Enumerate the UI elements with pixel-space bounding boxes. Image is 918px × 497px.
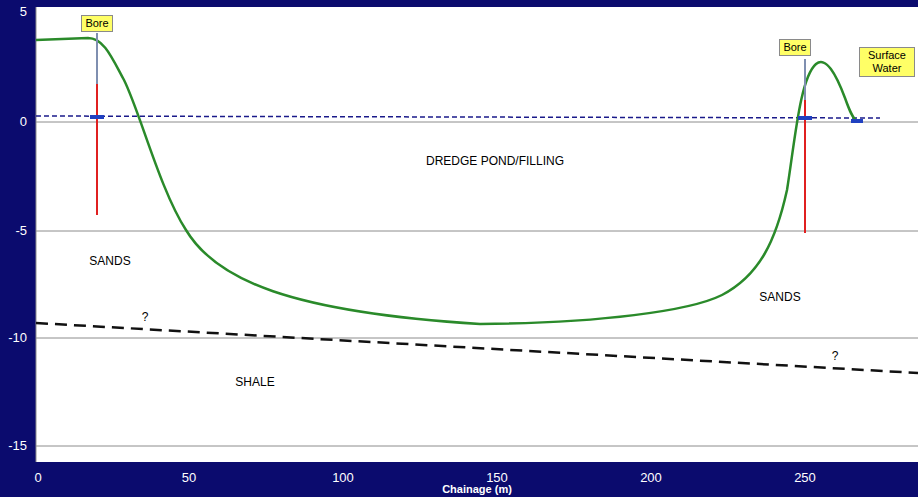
region-label: SHALE [235,376,274,390]
query-mark: ? [832,350,839,364]
region-label: SANDS [759,291,800,305]
callout-text: Bore [783,41,806,54]
axis-tick: 0 [34,471,41,486]
axis-tick: 200 [640,471,662,486]
axis-tick: 250 [794,471,816,486]
region-label: DREDGE POND/FILLING [426,155,564,169]
water-level-marker [90,115,104,119]
plot-area [36,7,918,462]
axis-tick: 5 [20,5,27,20]
axis-tick: 0 [20,115,27,130]
axis-tick: -10 [8,331,27,346]
water-level-marker [798,116,812,120]
query-mark: ? [142,311,149,325]
bore-casing [804,59,806,100]
axis-tick: -5 [15,224,27,239]
bore-casing [96,33,98,84]
y-axis [36,7,37,462]
callout-box: Bore [81,15,112,32]
water-table [36,116,880,118]
callout-box: Bore [779,39,810,56]
axis-tick: -15 [8,439,27,454]
callout-box: Surface Water [859,47,915,77]
axis-tick: 50 [182,471,196,486]
region-label: SANDS [89,255,130,269]
callout-text: Surface Water [863,49,911,75]
callout-text: Bore [85,17,108,30]
bore-screen [96,84,98,215]
gridlines [36,122,918,446]
water-level-marker [851,119,863,123]
axis-tick: 100 [332,471,354,486]
ground-profile [36,38,857,324]
axis-title: Chainage (m) [442,483,512,496]
axis-tick: 150 [486,471,508,486]
shale-boundary [36,323,918,373]
